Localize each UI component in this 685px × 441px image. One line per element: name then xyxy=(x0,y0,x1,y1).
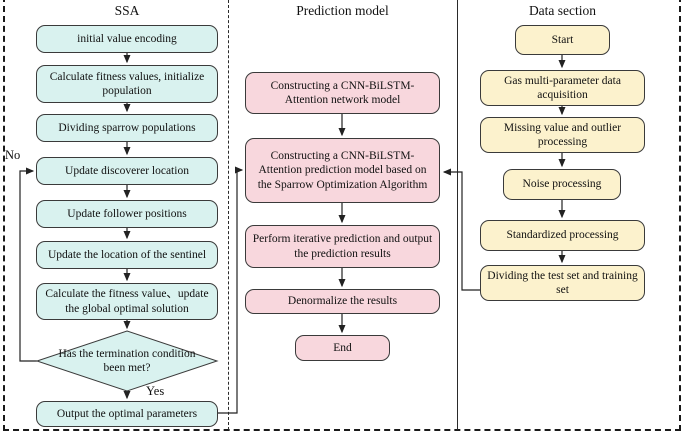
separator-prediction-data xyxy=(457,0,458,430)
column-title-ssa: SSA xyxy=(114,3,140,18)
node-dividing-sparrow-populations: Dividing sparrow populations xyxy=(36,114,218,142)
node-update-sentinel-location: Update the location of the sentinel xyxy=(36,241,218,269)
node-initial-value-encoding: initial value encoding xyxy=(36,25,218,53)
decision-termination-condition: Has the termination condition been met? xyxy=(58,347,196,374)
node-calc-fitness-init-pop: Calculate fitness values, initialize pop… xyxy=(36,65,218,103)
node-calc-fitness-update-optimal: Calculate the fitness value、update the g… xyxy=(36,283,218,320)
node-update-follower-positions: Update follower positions xyxy=(36,200,218,228)
node-update-discoverer-location: Update discoverer location xyxy=(36,157,218,185)
node-end: End xyxy=(295,335,390,361)
column-title-data: Data section xyxy=(528,3,597,18)
node-gas-data-acquisition: Gas multi-parameter data acquisition xyxy=(480,70,645,106)
node-start: Start xyxy=(515,25,610,55)
node-output-optimal-parameters: Output the optimal parameters xyxy=(36,401,218,427)
node-standardized-processing: Standardized processing xyxy=(480,220,645,251)
node-constructing-network-model: Constructing a CNN-BiLSTM-Attention netw… xyxy=(245,72,440,114)
node-missing-outlier-processing: Missing value and outlier processing xyxy=(480,117,645,153)
separator-ssa-prediction xyxy=(228,0,229,430)
column-title-prediction: Prediction model xyxy=(296,3,389,18)
node-dividing-test-training-set: Dividing the test set and training set xyxy=(480,265,645,301)
node-noise-processing: Noise processing xyxy=(503,169,621,200)
edge-label-no: No xyxy=(5,148,21,162)
edge-label-yes: Yes xyxy=(146,384,165,398)
node-denormalize-results: Denormalize the results xyxy=(245,289,440,314)
outer-dashed-border xyxy=(3,0,681,431)
node-constructing-prediction-model: Constructing a CNN-BiLSTM-Attention pred… xyxy=(245,138,440,203)
node-perform-iterative-prediction: Perform iterative prediction and output … xyxy=(245,225,440,268)
